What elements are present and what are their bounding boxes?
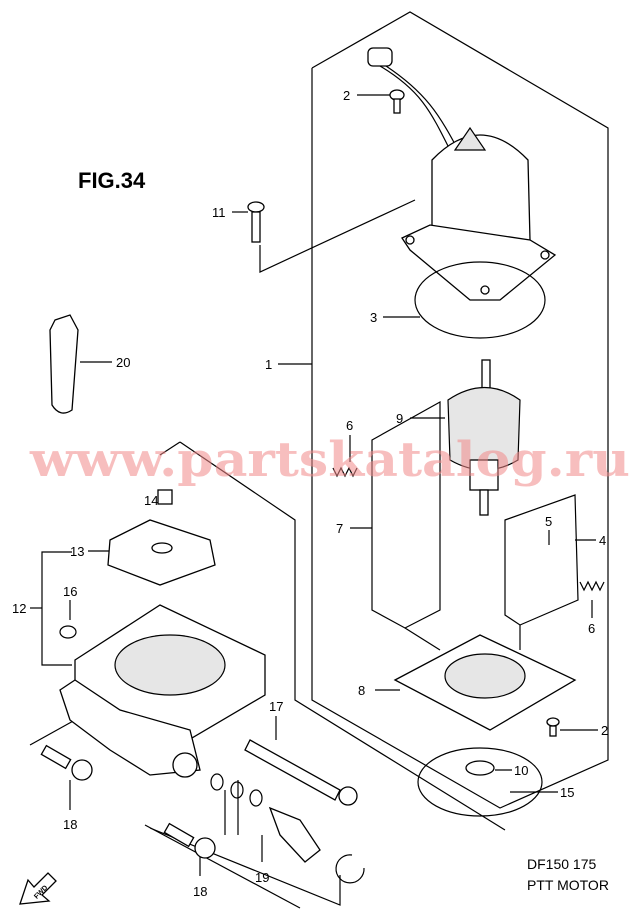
callout: 18 — [63, 817, 77, 832]
bracket-12 — [41, 551, 72, 666]
bolt-18-upper — [40, 744, 93, 781]
callout: 18 — [193, 884, 207, 899]
callout: 14 — [144, 493, 158, 508]
cover-13-hole — [151, 542, 173, 554]
leader-lines — [69, 94, 598, 876]
brush-holder-box — [371, 400, 441, 629]
watermark: www.partskatalog.ru — [29, 432, 630, 488]
o-ring-3 — [414, 261, 546, 339]
pump-base-12 — [59, 604, 266, 778]
armature-9 — [447, 359, 521, 516]
spring-6-left — [332, 466, 358, 478]
callout: 1 — [265, 357, 272, 372]
screw-2-top — [389, 89, 405, 114]
callout: 11 — [212, 205, 226, 220]
callout: 10 — [514, 763, 528, 778]
spring-6-right — [579, 580, 605, 592]
callout: 6 — [588, 621, 595, 636]
model-label: DF150 175 — [527, 856, 596, 872]
assembly-outline — [311, 11, 609, 809]
callout-labels: 2 11 3 20 1 9 6 14 7 5 4 13 16 12 6 8 2 … — [12, 88, 608, 899]
callout: 17 — [269, 699, 283, 714]
callout: 5 — [545, 514, 552, 529]
base-outline-tick — [159, 441, 181, 456]
callout: 6 — [346, 418, 353, 433]
brush-box-4 — [504, 494, 579, 626]
callout: 19 — [255, 870, 269, 885]
clip-14 — [157, 489, 173, 505]
callout: 7 — [336, 521, 343, 536]
motor-housing — [367, 47, 557, 301]
base-outline — [179, 441, 506, 831]
callout: 20 — [116, 355, 130, 370]
callout: 4 — [599, 533, 606, 548]
figure-title: FIG.34 — [78, 168, 146, 193]
callout: 12 — [12, 601, 26, 616]
end-cap-8 — [393, 634, 577, 731]
bolt-18-lower — [163, 822, 216, 859]
screw-2-bottom — [546, 717, 560, 737]
bolt-outline-lower — [144, 824, 301, 909]
o-ring-15 — [417, 747, 543, 817]
callout: 9 — [396, 411, 403, 426]
bushing-10 — [465, 760, 495, 776]
valve-19 — [210, 773, 365, 884]
fwd-arrow-icon: FWD — [19, 872, 57, 905]
o-ring-16 — [59, 625, 77, 639]
bolt-17 — [244, 739, 358, 806]
callout: 15 — [560, 785, 574, 800]
callout: 3 — [370, 310, 377, 325]
bracket-20 — [49, 314, 79, 414]
callout: 16 — [63, 584, 77, 599]
callout: 13 — [70, 544, 84, 559]
figure-name: PTT MOTOR — [527, 877, 609, 893]
callout: 8 — [358, 683, 365, 698]
callout: 2 — [601, 723, 608, 738]
bolt-11 — [247, 201, 265, 243]
callout: 2 — [343, 88, 350, 103]
